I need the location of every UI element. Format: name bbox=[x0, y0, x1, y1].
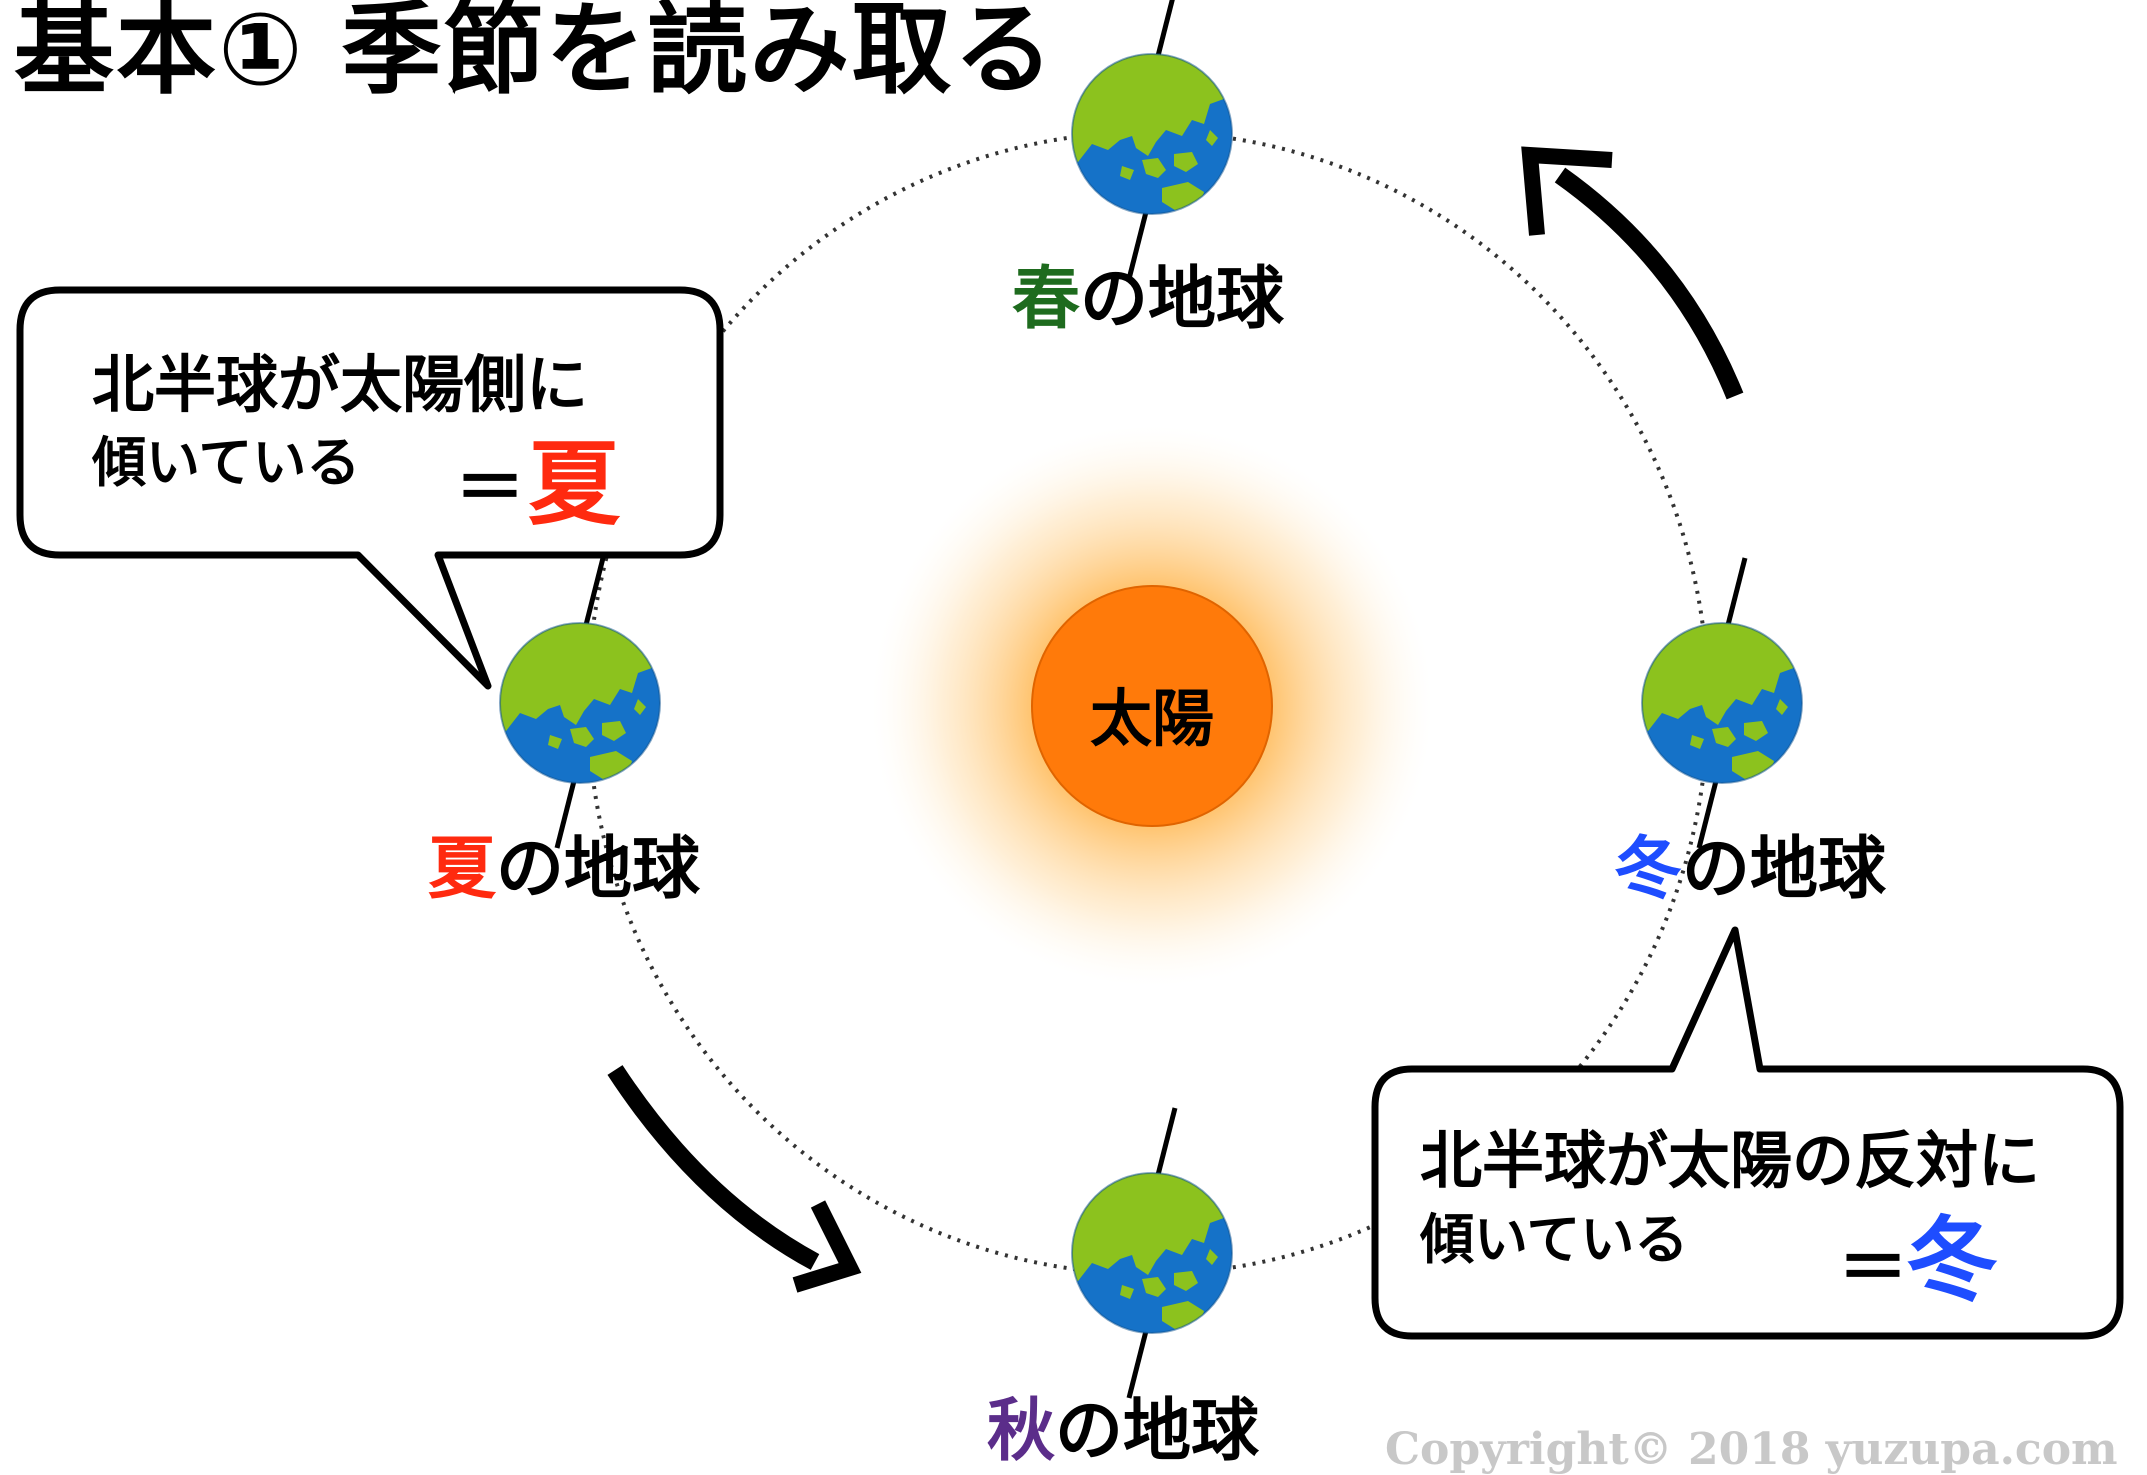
earth-suffix-summer: の地球 bbox=[496, 830, 701, 909]
earth-autumn-icon bbox=[1072, 1108, 1232, 1398]
sun-label: 太陽 bbox=[1090, 682, 1214, 755]
earth-label-spring: 春の地球 bbox=[1012, 260, 1285, 339]
earth-suffix-winter: の地球 bbox=[1682, 830, 1887, 909]
page-title: 基本① 季節を読み取る bbox=[14, 0, 1056, 108]
season-winter: 冬 bbox=[1614, 830, 1682, 909]
callout-summer-line2: 傾いている bbox=[91, 431, 360, 494]
orbit-arrow-bottom-left-icon bbox=[607, 1065, 862, 1293]
orbit-arrow-top-right-icon bbox=[1521, 146, 1744, 400]
earth-summer-icon bbox=[500, 558, 660, 848]
season-autumn: 秋 bbox=[987, 1392, 1055, 1464]
callout-winter-equals: ＝ bbox=[1838, 1227, 1908, 1309]
callout-summer-bubble bbox=[16, 286, 724, 690]
earth-label-autumn: 秋の地球 bbox=[987, 1392, 1260, 1464]
season-spring: 春 bbox=[1012, 260, 1080, 339]
earth-winter-icon bbox=[1642, 558, 1802, 848]
callout-summer-equals: ＝ bbox=[455, 447, 525, 529]
earth-label-winter: 冬の地球 bbox=[1614, 830, 1887, 909]
earth-label-summer: 夏の地球 bbox=[428, 830, 701, 909]
callout-summer-line1: 北半球が太陽側に bbox=[92, 348, 588, 421]
callout-summer-season: 夏 bbox=[528, 431, 621, 538]
callout-winter-bubble bbox=[1371, 926, 2124, 1340]
callout-winter-line1: 北半球が太陽の反対に bbox=[1420, 1124, 2040, 1197]
earth-suffix-spring: の地球 bbox=[1080, 260, 1285, 339]
copyright-text: Copyright© 2018 yuzupa.com bbox=[1385, 1424, 2118, 1475]
earth-suffix-autumn: の地球 bbox=[1055, 1392, 1260, 1464]
sun bbox=[1031, 585, 1273, 827]
season-summer: 夏 bbox=[428, 830, 497, 909]
callout-winter-line2: 傾いている bbox=[1419, 1208, 1688, 1271]
callout-winter-season: 冬 bbox=[1906, 1207, 1998, 1314]
earth-spring-icon bbox=[1072, 0, 1232, 279]
